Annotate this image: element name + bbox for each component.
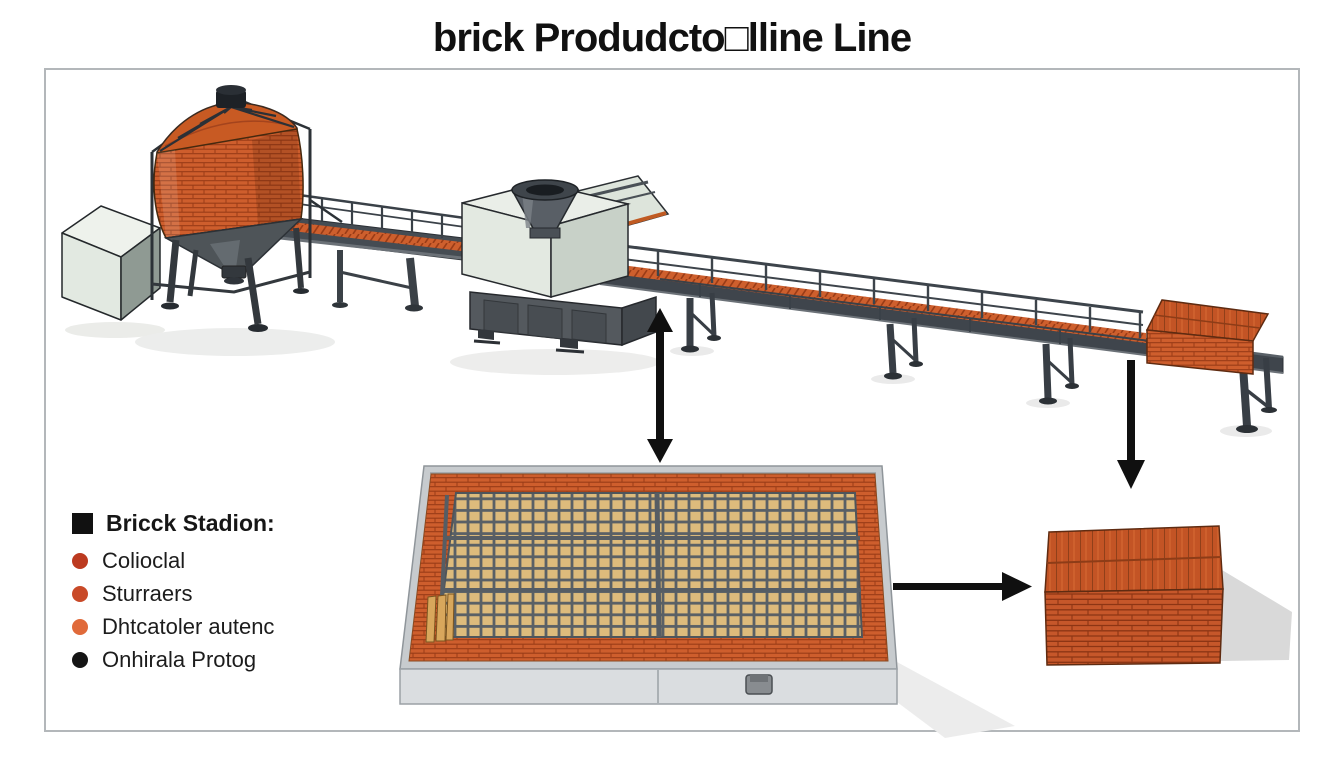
legend-dot-icon — [72, 651, 88, 668]
fired-brick-stack — [1044, 525, 1224, 666]
legend-item-label: Dhtcatoler autenc — [102, 614, 275, 639]
legend-dot-icon — [72, 552, 88, 569]
drying-bed-to-stack-arrow — [893, 572, 1032, 601]
legend-item: Onhirala Protog — [72, 646, 275, 673]
legend-heading-marker-icon — [72, 513, 93, 534]
legend-item: Colioclal — [72, 547, 275, 574]
legend-item: Dhtcatoler autenc — [72, 613, 275, 640]
brick-conveyor — [599, 241, 1284, 433]
feed-conveyor — [279, 192, 481, 312]
material-box — [61, 205, 161, 321]
legend-heading: Bricck Stadion: — [72, 510, 275, 537]
legend-item-label: Colioclal — [102, 548, 186, 573]
extruder-press — [461, 175, 670, 354]
green-brick-stack — [1145, 299, 1270, 375]
diagram-frame — [44, 68, 1300, 732]
conveyor-end-down-arrow — [1117, 360, 1145, 489]
legend-dot-icon — [72, 618, 88, 635]
clay-silo — [150, 85, 343, 332]
legend-item-label: Onhirala Protog — [102, 647, 257, 672]
flow-arrows — [647, 308, 1145, 601]
legend-dot-icon — [72, 585, 88, 602]
legend-item-label: Sturraers — [102, 581, 193, 606]
page-title: brick Produdcto□lline Line — [432, 16, 912, 60]
funnel-icon — [510, 179, 580, 239]
drying-bed — [399, 465, 898, 705]
legend: Bricck Stadion: Colioclal Sturraers Dhtc… — [72, 510, 275, 679]
legend-heading-label: Bricck Stadion: — [106, 510, 275, 536]
conveyor-to-drying-bed-double-arrow — [647, 308, 673, 463]
legend-item: Sturraers — [72, 580, 275, 607]
